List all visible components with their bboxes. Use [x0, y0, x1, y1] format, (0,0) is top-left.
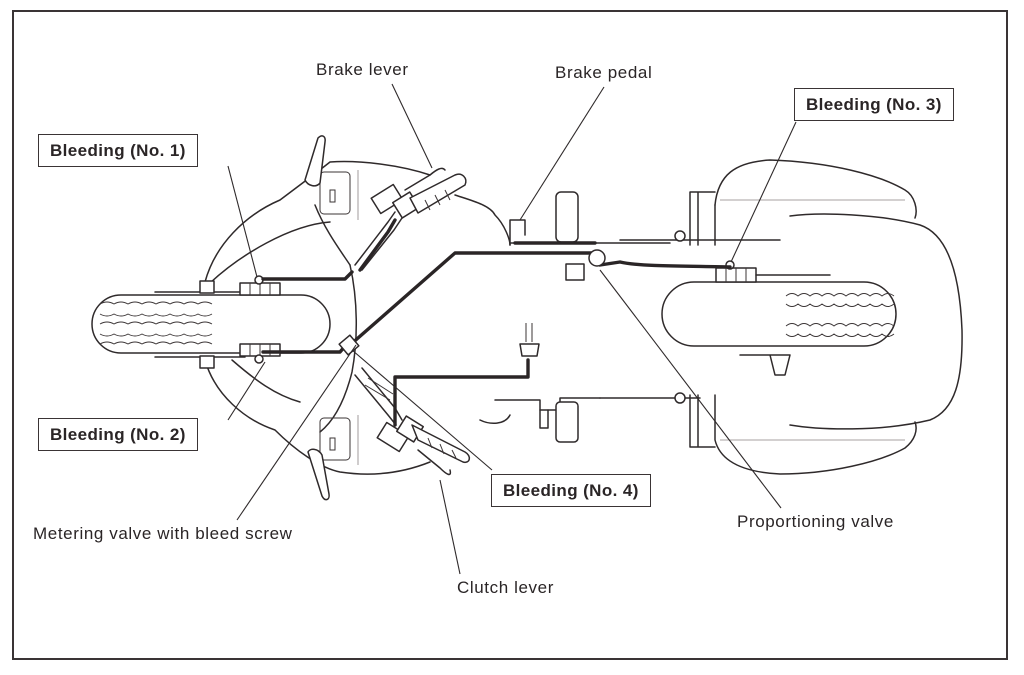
clutch-master-cylinder	[519, 323, 540, 357]
hose-clutch	[393, 358, 530, 427]
tread-line	[785, 333, 895, 337]
bleeding-label-no3-text: Bleeding (No. 3)	[806, 95, 942, 114]
hose-rear-caliper	[598, 260, 732, 269]
callout-brake-pedal: Brake pedal	[555, 63, 653, 82]
tread-line	[785, 303, 895, 307]
rear-wheel	[661, 260, 897, 376]
leader-no4	[351, 349, 493, 471]
mirror-upper	[304, 135, 326, 187]
engine-frame	[454, 191, 781, 443]
hose-brake-lever	[358, 218, 397, 272]
metering-valve	[338, 334, 360, 356]
bleeding-label-no1: Bleeding (No. 1)	[38, 134, 198, 167]
leader-clutch-lever	[439, 479, 461, 575]
leader-no3	[730, 121, 797, 263]
callout-brake-lever: Brake lever	[316, 60, 409, 79]
leader-no2	[227, 361, 266, 421]
bleeding-label-no2: Bleeding (No. 2)	[38, 418, 198, 451]
bleeding-label-no1-text: Bleeding (No. 1)	[50, 141, 186, 160]
hose-metering-to-proportioning	[348, 251, 597, 347]
front-fairing	[204, 160, 431, 475]
leader-lines	[227, 83, 797, 575]
hose-front-upper	[261, 270, 354, 281]
tread-line	[99, 321, 213, 325]
proportioning-valve	[565, 249, 606, 281]
mirror-lower	[307, 448, 330, 501]
tread-line	[785, 293, 895, 297]
tread-line	[99, 333, 213, 337]
callout-proportioning-valve: Proportioning valve	[737, 512, 894, 531]
leader-proportioning-valve	[599, 269, 782, 509]
brake-hoses	[261, 218, 732, 427]
clutch-lever-assembly	[354, 367, 471, 476]
callout-metering-valve: Metering valve with bleed screw	[33, 524, 293, 543]
tread-line	[99, 313, 213, 317]
rear-tire-tread	[785, 293, 895, 337]
bleeding-label-no3: Bleeding (No. 3)	[794, 88, 954, 121]
rear-fender	[674, 159, 963, 475]
bleeding-label-no4-text: Bleeding (No. 4)	[503, 481, 639, 500]
leader-metering-valve	[236, 344, 357, 521]
bleeding-label-no4: Bleeding (No. 4)	[491, 474, 651, 507]
tread-line	[99, 341, 213, 345]
leader-brake-pedal	[519, 86, 605, 221]
tread-line	[99, 301, 213, 305]
front-tire-tread	[99, 301, 213, 345]
front-wheel	[91, 275, 331, 369]
callout-clutch-lever: Clutch lever	[457, 578, 554, 597]
leader-no1	[227, 165, 258, 278]
bleeding-label-no2-text: Bleeding (No. 2)	[50, 425, 186, 444]
brake-lever-assembly	[354, 167, 467, 271]
leader-brake-lever	[391, 83, 433, 169]
tread-line	[785, 323, 895, 327]
